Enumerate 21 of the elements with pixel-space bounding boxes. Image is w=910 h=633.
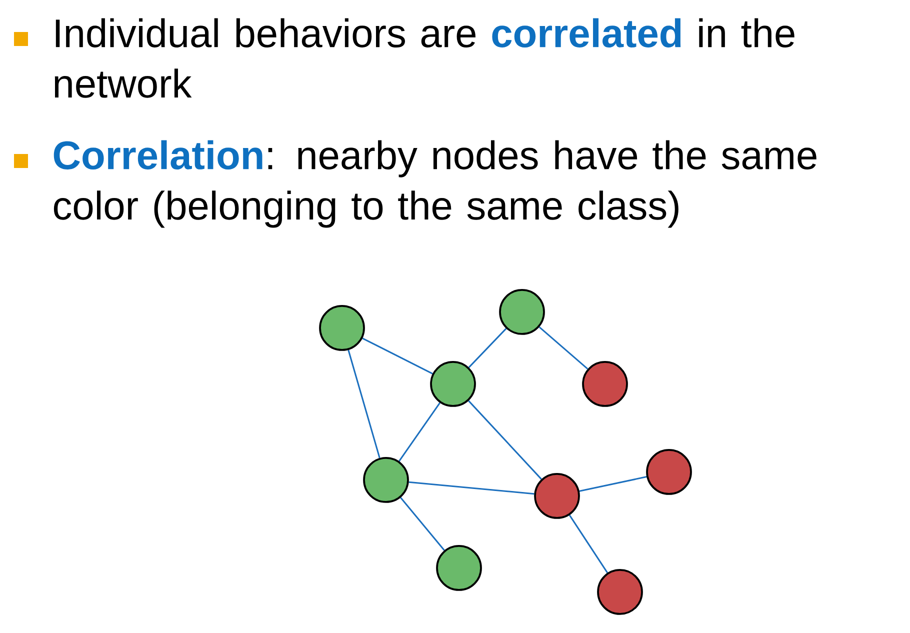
bullet-text: Individual behaviors are correlated in the network	[54, 18, 794, 98]
network-edge	[348, 350, 380, 458]
network-node	[646, 449, 692, 495]
network-node	[597, 569, 643, 615]
network-edge	[408, 481, 534, 495]
network-edge	[362, 338, 433, 374]
network-edge	[400, 497, 445, 551]
network-node	[534, 473, 580, 519]
network-node	[436, 545, 482, 591]
network-edge	[468, 400, 542, 480]
bullet-text: Correlation: nearby nodes have the same color (belonging to the same class)	[54, 140, 816, 228]
network-edge	[579, 476, 647, 492]
network-node	[499, 289, 545, 335]
network-edge	[538, 326, 588, 370]
network-node	[430, 361, 476, 407]
network-node	[582, 361, 628, 407]
network-edge	[398, 402, 440, 462]
network-edge	[468, 328, 507, 368]
network-node	[319, 305, 365, 351]
network-edge	[568, 514, 608, 574]
network-node	[363, 457, 409, 503]
